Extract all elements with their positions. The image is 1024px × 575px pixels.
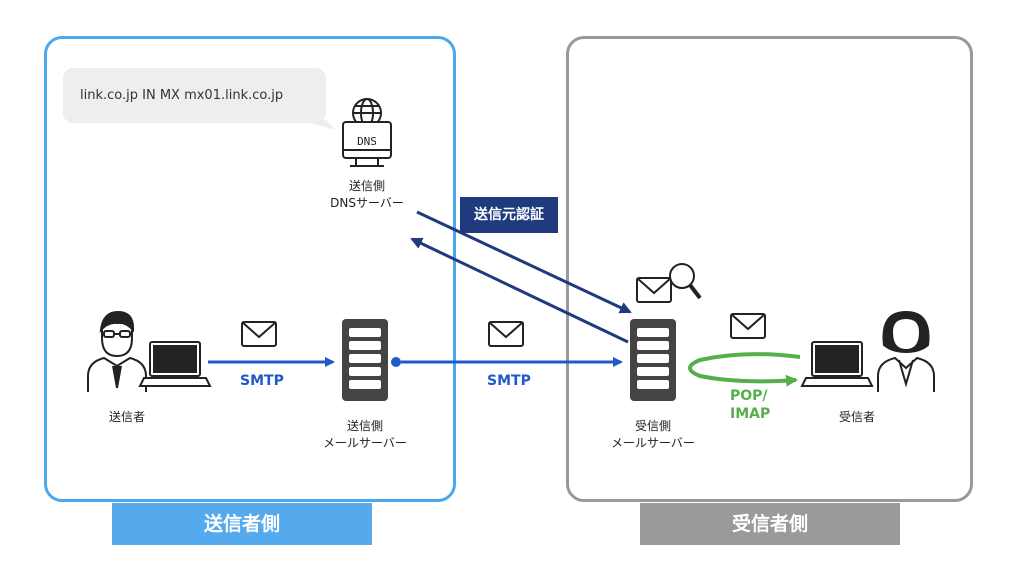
pop-imap-label-line1: POP/ xyxy=(730,388,768,404)
sender-person-icon xyxy=(87,310,147,392)
sender-person-label: 送信者 xyxy=(108,410,145,424)
receiver-person-icon xyxy=(877,310,935,392)
sender-side-label: 送信者側 xyxy=(112,503,372,545)
dns-record-bubble xyxy=(63,68,326,123)
sender-dns-server-label: 送信側 DNSサーバー xyxy=(317,178,417,212)
sender-laptop-icon xyxy=(138,341,212,387)
receiver-person-label: 受信者 xyxy=(838,410,875,424)
auth-arrow-to-dns xyxy=(410,237,629,344)
receiver-mail-server-label: 受信側 メールサーバー xyxy=(598,418,708,452)
receiver-mail-label-line1: 受信側 xyxy=(634,419,671,433)
sender-mail-label-line1: 送信側 xyxy=(346,419,383,433)
pop-imap-arrow xyxy=(688,352,801,387)
auth-arrow-to-receiver xyxy=(416,210,632,314)
envelope-inspection-icon xyxy=(636,263,702,303)
receiver-side-zone xyxy=(566,36,973,502)
sender-dns-label-line2: DNSサーバー xyxy=(330,196,404,210)
receiver-mail-server-icon xyxy=(630,319,676,401)
envelope-icon-sender-smtp xyxy=(241,321,277,347)
relay-connector-dot xyxy=(391,357,401,367)
sender-mail-server-label: 送信側 メールサーバー xyxy=(310,418,420,452)
envelope-icon-receiver-pop xyxy=(730,313,766,339)
sender-auth-badge: 送信元認証 xyxy=(460,197,558,233)
dns-server-icon xyxy=(342,98,392,167)
receiver-laptop-icon xyxy=(800,341,874,387)
receiver-side-label: 受信者側 xyxy=(640,503,900,545)
sender-mail-server-icon xyxy=(342,319,388,401)
receiver-mail-label-line2: メールサーバー xyxy=(611,436,695,450)
sender-side-zone xyxy=(44,36,456,502)
pop-imap-label-line2: IMAP xyxy=(730,406,771,422)
sender-mail-label-line2: メールサーバー xyxy=(323,436,407,450)
smtp-label-client: SMTP xyxy=(240,373,284,389)
envelope-icon-relay-smtp xyxy=(488,321,524,347)
dns-mx-record-text: link.co.jp IN MX mx01.link.co.jp xyxy=(80,88,284,103)
pop-imap-label: POP/ IMAP xyxy=(730,387,770,423)
sender-dns-label-line1: 送信側 xyxy=(348,179,385,193)
dns-icon-label: DNS xyxy=(357,135,377,148)
bubble-tail xyxy=(300,120,336,130)
smtp-label-relay: SMTP xyxy=(487,373,531,389)
